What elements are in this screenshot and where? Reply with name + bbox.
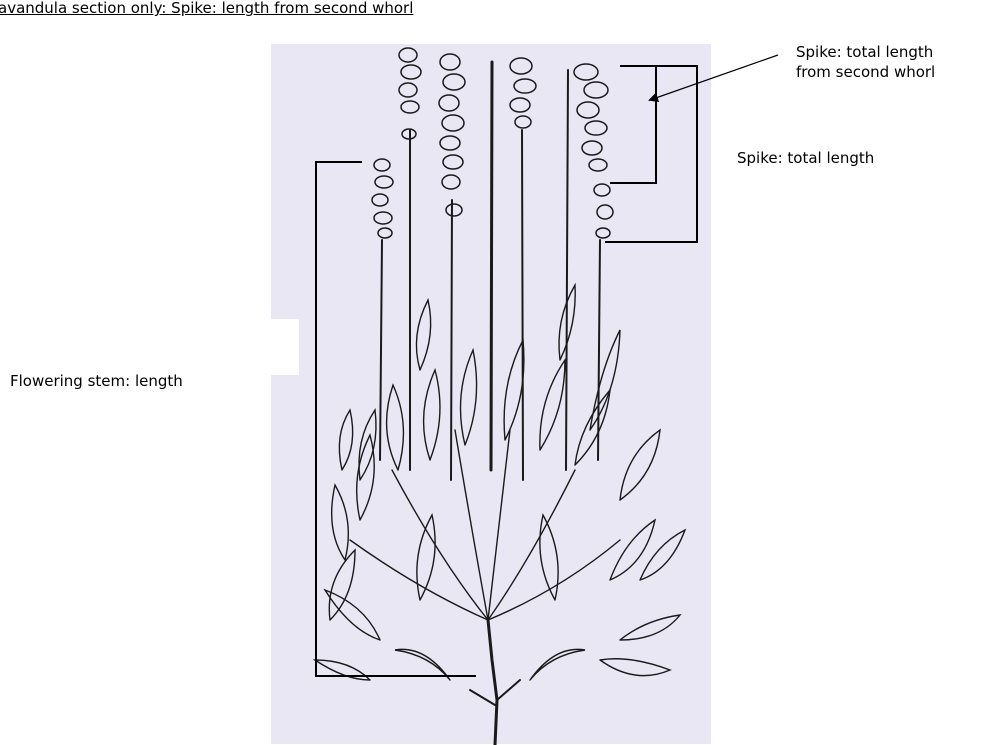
spike-second-whorl-bracket: [610, 66, 656, 183]
spike-total-length-label: Spike: total length: [737, 148, 874, 168]
spike-second-whorl-label-line1: Spike: total length: [796, 42, 935, 62]
pointer-arrow: [650, 55, 778, 100]
flower-spike-3: [439, 54, 465, 216]
lavender-plant-icon: [315, 48, 685, 745]
flowering-stem-length-label: Flowering stem: length: [10, 371, 183, 391]
flower-spike-5: [574, 64, 613, 238]
flower-spike-4: [510, 58, 536, 128]
flower-spike-1: [372, 159, 393, 238]
spike-second-whorl-label: Spike: total length from second whorl: [796, 42, 935, 82]
spike-second-whorl-label-line2: from second whorl: [796, 62, 935, 82]
flower-spike-2: [399, 48, 421, 139]
plant-foliage: [315, 285, 685, 680]
spike-total-length-bracket: [605, 66, 697, 242]
